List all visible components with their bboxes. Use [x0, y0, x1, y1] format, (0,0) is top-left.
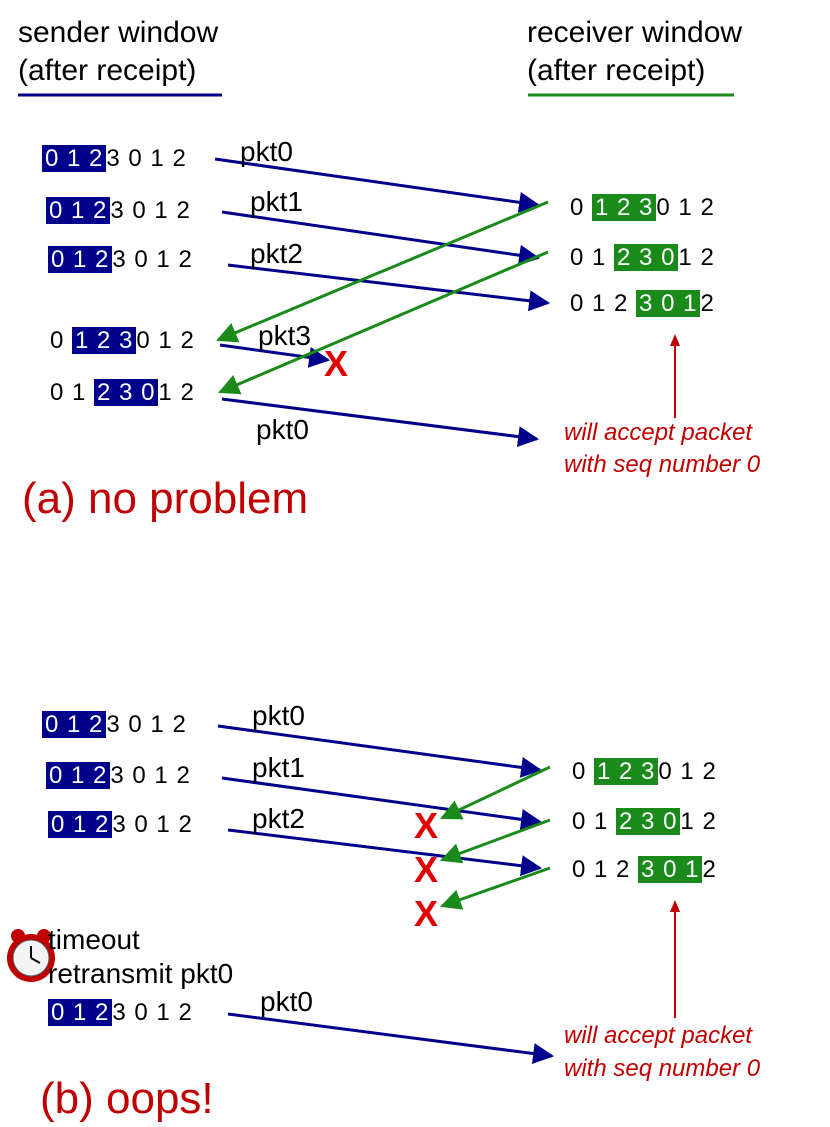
- b-lost-mark: X: [414, 805, 439, 846]
- b-pkt2-arrow: [227, 828, 543, 877]
- a-pkt3-arrow: [219, 343, 331, 368]
- a-ack1-arrow: [216, 200, 549, 343]
- a-lost-mark: X: [324, 343, 349, 384]
- b-pkt-label: pkt0: [252, 700, 305, 731]
- b-lost-mark: X: [414, 849, 439, 890]
- b-pkt-label: pkt2: [252, 803, 305, 834]
- b-pkt1-arrow: [221, 776, 543, 830]
- a-pkt-label: pkt3: [258, 320, 311, 351]
- timeout-label: timeout: [48, 924, 140, 955]
- receiver-header-subtitle: (after receipt): [527, 54, 706, 87]
- a-note-arrowhead: [670, 334, 680, 346]
- alarm-clock-icon: [7, 929, 55, 982]
- a-pkt-label: pkt0: [240, 136, 293, 167]
- receiver-header-title: receiver window: [527, 16, 743, 49]
- a-pkt-label: pkt0: [256, 414, 309, 445]
- b-note-line1: will accept packet: [564, 1022, 753, 1049]
- b-ack2-arrow: [440, 818, 551, 864]
- b-pkt0-retx-arrow: [227, 1012, 555, 1064]
- b-ack3-arrow: [440, 866, 551, 910]
- sender-header-subtitle: (after receipt): [18, 54, 197, 87]
- b-pkt-label: pkt1: [252, 752, 305, 783]
- b-caption: (b) oops!: [40, 1074, 214, 1123]
- a-caption: (a) no problem: [22, 474, 309, 523]
- b-pkt-label: pkt0: [260, 986, 313, 1017]
- a-pkt-label: pkt1: [250, 186, 303, 217]
- a-pkt2-arrow: [227, 263, 551, 312]
- a-pkt0-retx-arrow: [221, 397, 540, 448]
- b-ack1-arrow: [440, 765, 551, 820]
- b-pkt0-arrow: [217, 724, 543, 778]
- sender-header-title: sender window: [18, 16, 219, 49]
- a-note-line2: with seq number 0: [564, 451, 761, 478]
- b-lost-mark: X: [414, 893, 439, 934]
- a-pkt0-arrow: [214, 157, 541, 213]
- a-note-line1: will accept packet: [564, 419, 753, 446]
- retransmit-label: retransmit pkt0: [48, 958, 234, 989]
- b-note-arrowhead: [670, 900, 680, 912]
- b-note-line2: with seq number 0: [564, 1055, 761, 1082]
- a-pkt-label: pkt2: [250, 238, 303, 269]
- a-ack2-arrow: [218, 250, 549, 395]
- a-pkt1-arrow: [221, 210, 541, 266]
